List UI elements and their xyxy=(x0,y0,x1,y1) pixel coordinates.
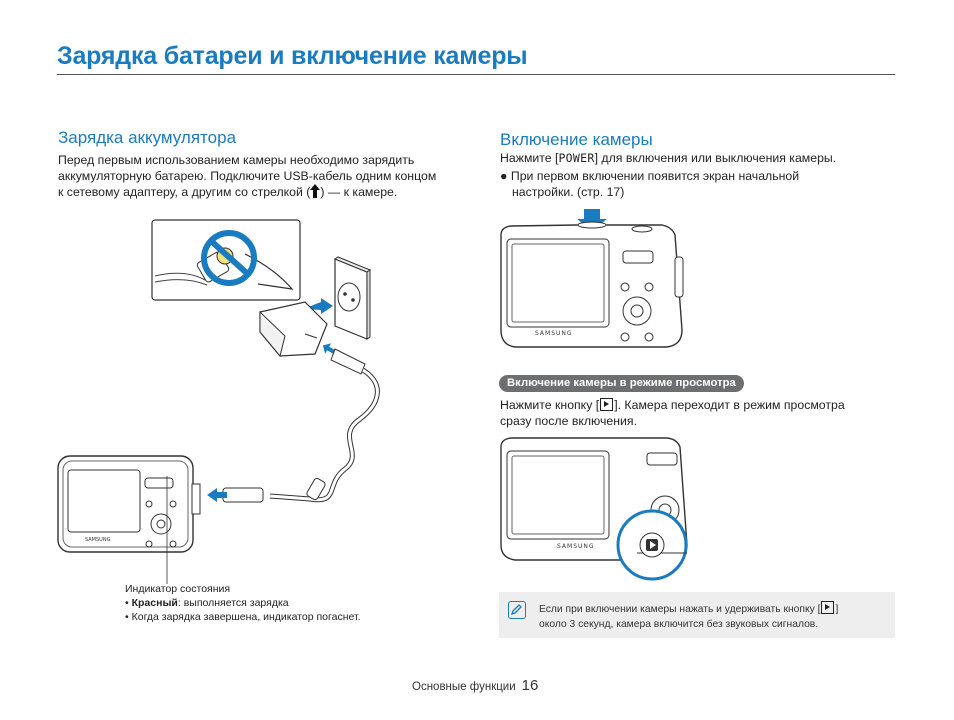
indicator-red: • Красный: выполняется зарядка xyxy=(125,597,289,609)
play-icon xyxy=(650,541,656,549)
usb-cable xyxy=(269,367,380,503)
charging-line-2: аккумуляторную батарею. Подключите USB-к… xyxy=(58,169,437,183)
note-line-2: около 3 секунд, камера включится без зву… xyxy=(539,619,819,630)
playback-text: Нажмите кнопку []. Камера переходит в ре… xyxy=(500,397,900,429)
page-number: 16 xyxy=(521,677,539,694)
footer-section: Основные функции xyxy=(412,681,516,693)
power-arrow-icon xyxy=(577,209,607,231)
note-text: Если при включении камеры нажать и удерж… xyxy=(539,601,889,632)
power-on-text: Нажмите [POWER] для включения или выключ… xyxy=(500,150,900,200)
charging-illustration: SAMSUNG xyxy=(57,219,380,584)
note-line-1: Если при включении камеры нажать и удерж… xyxy=(539,601,889,617)
camera-side-view: SAMSUNG xyxy=(57,455,201,553)
power-on-line-1: Нажмите [POWER] для включения или выключ… xyxy=(500,151,837,165)
note-box: Если при включении камеры нажать и удерж… xyxy=(499,592,895,638)
camera-power-illustration: SAMSUNG xyxy=(500,209,684,348)
adapter-arrow-icon xyxy=(322,343,337,355)
wall-outlet xyxy=(333,256,372,340)
playback-pill: Включение камеры в режиме просмотра xyxy=(499,375,744,392)
indicator-legend: Индикатор состояния • Красный: выполняет… xyxy=(125,582,445,624)
camera-playback-illustration: SAMSUNG xyxy=(500,437,688,581)
camera-brand: SAMSUNG xyxy=(85,537,111,543)
wrong-connection-callout xyxy=(151,219,301,301)
note-pencil-icon xyxy=(508,601,526,619)
power-on-heading: Включение камеры xyxy=(500,130,653,149)
power-on-bullet-cont: настройки. (стр. 17) xyxy=(512,185,625,199)
power-on-bullet: ● При первом включении появится экран на… xyxy=(500,169,800,183)
charging-heading: Зарядка аккумулятора xyxy=(58,128,237,147)
up-arrow-icon xyxy=(310,184,321,198)
indicator-title: Индикатор состояния xyxy=(125,583,231,595)
charging-text: Перед первым использованием камеры необх… xyxy=(58,152,478,200)
play-icon xyxy=(600,398,614,411)
camera-front: SAMSUNG xyxy=(500,221,684,348)
camera-brand: SAMSUNG xyxy=(535,330,573,337)
camera-brand: SAMSUNG xyxy=(557,543,595,550)
play-icon xyxy=(821,601,835,614)
title-divider xyxy=(57,74,895,75)
charging-line-1: Перед первым использованием камеры необх… xyxy=(58,153,415,167)
playback-line-1: Нажмите кнопку []. Камера переходит в ре… xyxy=(500,398,845,412)
camera-arrow-icon xyxy=(207,488,227,502)
page-title: Зарядка батареи и включение камеры xyxy=(57,42,528,70)
power-button-label: POWER xyxy=(558,151,595,165)
indicator-done: • Когда зарядка завершена, индикатор пог… xyxy=(125,611,361,623)
page-footer: Основные функции 16 xyxy=(412,677,538,694)
playback-line-2: сразу после включения. xyxy=(500,414,637,428)
power-adapter xyxy=(259,301,328,358)
charging-line-3: к сетевому адаптеру, а другим со стрелко… xyxy=(58,184,398,199)
outlet-arrow-icon xyxy=(303,298,333,314)
